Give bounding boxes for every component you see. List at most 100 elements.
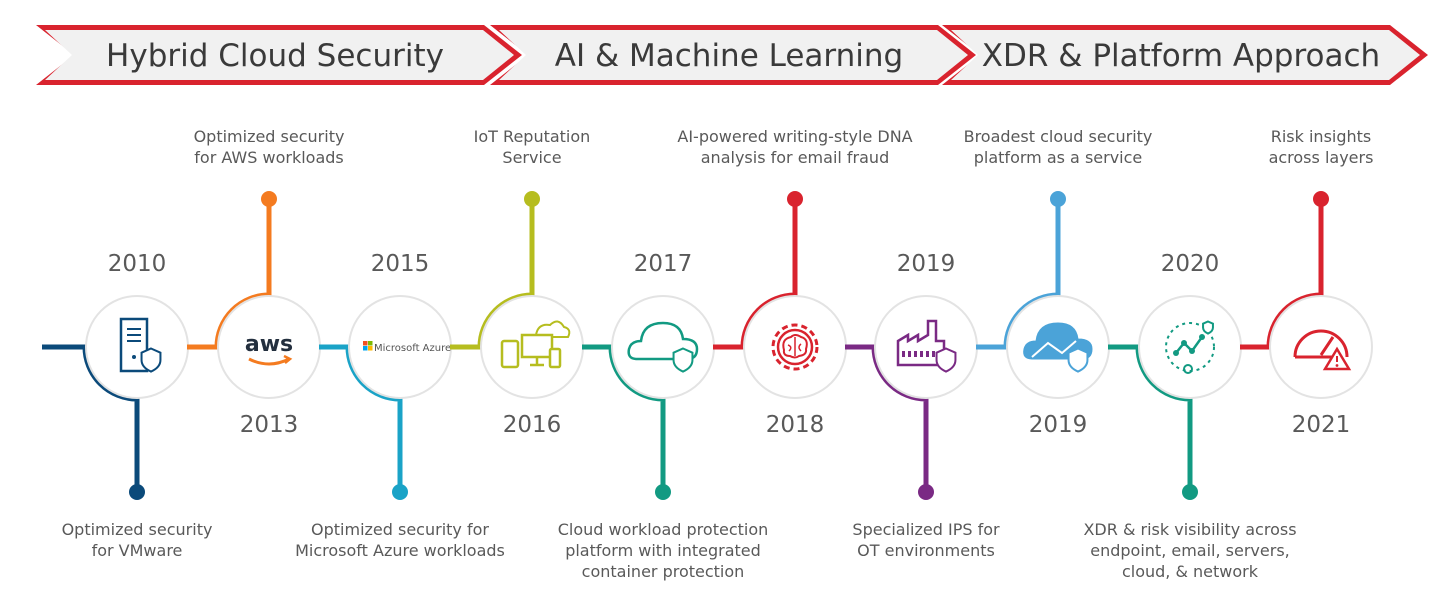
brain-gear-icon (771, 323, 819, 371)
iot-devices-cloud-icon (500, 320, 571, 369)
factory-window (902, 351, 905, 357)
aws-arrow-icon (283, 354, 293, 364)
trend-node (1189, 348, 1195, 354)
description-line: across layers (1268, 148, 1374, 167)
factory-window (920, 351, 923, 357)
milestone-end-dot (392, 484, 408, 500)
description-line: Optimized security (193, 127, 345, 146)
gauge-needle (1319, 336, 1335, 356)
trend-node (1173, 350, 1179, 356)
phone-icon (548, 347, 562, 369)
shield-icon (1067, 347, 1089, 373)
description-line: container protection (581, 562, 745, 581)
milestone-year: 2021 (1291, 412, 1351, 438)
description-line: OT environments (857, 541, 995, 560)
trend-node (1181, 340, 1187, 346)
microsoft-logo-square (368, 341, 373, 346)
description-line: Risk insights (1270, 127, 1372, 146)
factory-window (908, 351, 911, 357)
milestone-description: Optimized security for AWS workloads (119, 126, 419, 168)
milestone-circle (611, 295, 715, 399)
aws-logo-icon: aws (245, 332, 293, 366)
server-shield-icon (119, 317, 162, 373)
gear-icon (771, 323, 819, 371)
milestone-year: 2019 (896, 251, 956, 277)
microsoft-logo-square (368, 346, 373, 351)
milestone-description: Broadest cloud security platform as a ser… (908, 126, 1208, 168)
description-line: for AWS workloads (194, 148, 344, 167)
description-line: platform as a service (973, 148, 1143, 167)
milestone-end-dot (655, 484, 671, 500)
milestone-end-dot (1050, 191, 1066, 207)
description-line: Optimized security for (311, 520, 489, 539)
milestone-year: 2019 (1028, 412, 1088, 438)
milestone-end-dot (129, 484, 145, 500)
description-line: Broadest cloud security (963, 127, 1153, 146)
cloud-shield-icon (627, 321, 699, 373)
trend-node (1199, 334, 1205, 340)
shield-icon (140, 347, 162, 373)
milestone-description: Optimized security for VMware (0, 519, 287, 561)
dotted-ring-icon (1165, 322, 1215, 372)
microsoft-logo-square (363, 341, 368, 346)
milestone-year: 2017 (633, 251, 693, 277)
milestone-description: AI-powered writing-style DNA analysis for… (645, 126, 945, 168)
description-line: cloud, & network (1121, 562, 1259, 581)
description-line: Service (502, 148, 562, 167)
cloud-network-lines (1031, 340, 1077, 358)
milestone-end-dot (524, 191, 540, 207)
description-line: platform with integrated (565, 541, 761, 560)
description-line: for VMware (91, 541, 183, 560)
milestone-description: Cloud workload protection platform with i… (513, 519, 813, 582)
shield-icon (672, 347, 694, 373)
shield-icon (1202, 320, 1214, 335)
microsoft-logo-square (363, 346, 368, 351)
phase-label: AI & Machine Learning (554, 38, 904, 74)
aws-wordmark: aws (245, 332, 293, 357)
description-line: Cloud workload protection (557, 520, 769, 539)
aws-smile-icon (248, 357, 290, 366)
milestone-circle (874, 295, 978, 399)
network-analytics-icon (1165, 320, 1215, 374)
cloud-icon (627, 321, 699, 361)
description-line: Microsoft Azure workloads (295, 541, 505, 560)
gauge-icon (1293, 329, 1349, 358)
milestone-end-dot (261, 191, 277, 207)
phase-label: Hybrid Cloud Security (106, 38, 444, 74)
description-line: AI-powered writing-style DNA (677, 127, 913, 146)
milestone-year: 2010 (107, 251, 167, 277)
description-line: IoT Reputation (473, 127, 591, 146)
milestone-end-dot (787, 191, 803, 207)
milestone-year: 2016 (502, 412, 562, 438)
phase-chevron-inner (499, 30, 968, 80)
phase-chevron-inner (951, 30, 1420, 80)
brain-icon (782, 334, 808, 359)
gear-ring (776, 328, 814, 366)
microsoft-azure-logo-icon: Microsoft Azure (363, 341, 451, 354)
phase-chevron-inner (45, 30, 514, 80)
description-line: XDR & risk visibility across (1083, 520, 1297, 539)
factory-icon (896, 319, 946, 367)
milestone-year: 2018 (765, 412, 825, 438)
description-line: Optimized security (61, 520, 213, 539)
factory-shield-icon (896, 319, 957, 373)
milestone-end-dot (1313, 191, 1329, 207)
trend-line-icon (1175, 336, 1204, 354)
milestone-description: Risk insights across layers (1171, 126, 1430, 168)
milestone-circle (1138, 295, 1242, 399)
description-line: Specialized IPS for (852, 520, 1000, 539)
shield-icon (935, 347, 957, 373)
brain-folds (787, 337, 802, 356)
magnifier-icon (1183, 364, 1193, 374)
milestone-year: 2020 (1160, 251, 1220, 277)
description-line: analysis for email fraud (700, 148, 890, 167)
server-led (132, 355, 136, 359)
milestone-year: 2015 (370, 251, 430, 277)
milestone-end-dot (918, 484, 934, 500)
monitor-icon (520, 333, 554, 359)
